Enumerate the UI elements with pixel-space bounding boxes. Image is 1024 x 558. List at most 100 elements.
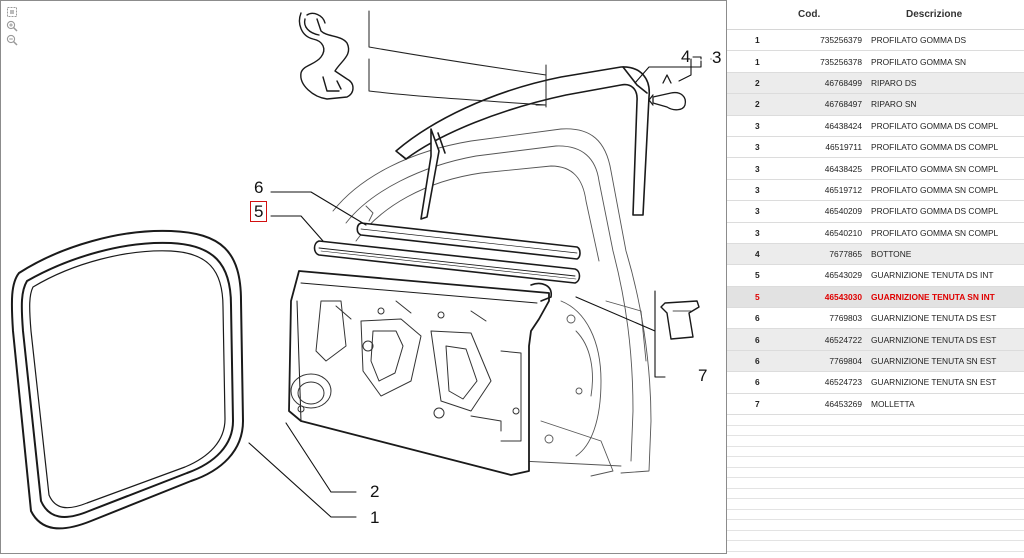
cell-pos: 3	[755, 206, 760, 217]
callout-4[interactable]: 4	[681, 47, 691, 66]
empty-row	[727, 531, 1024, 542]
header-cod: Cod.	[798, 9, 821, 20]
cell-pos: 6	[755, 313, 760, 324]
empty-row	[727, 426, 1024, 437]
cell-cod: 735256379	[820, 35, 862, 46]
cell-cod: 46543030	[824, 291, 862, 302]
cell-cod: 46519711	[825, 142, 862, 153]
empty-row	[727, 478, 1024, 489]
cell-cod: 46453269	[824, 398, 862, 409]
zoom-in-icon[interactable]	[6, 20, 18, 32]
fit-view-icon[interactable]	[6, 6, 18, 18]
cell-desc: GUARNIZIONE TENUTA DS INT	[871, 270, 994, 281]
cell-pos: 3	[755, 120, 760, 131]
table-row[interactable]: 3 46519712 PROFILATO GOMMA SN COMPL	[727, 180, 1024, 202]
cell-pos: 3	[755, 142, 760, 153]
table-row[interactable]: 2 46768499 RIPARO DS	[727, 72, 1024, 95]
cell-pos: 3	[755, 227, 760, 238]
table-row[interactable]: 1 735256379 PROFILATO GOMMA DS	[727, 30, 1024, 52]
empty-row	[727, 510, 1024, 521]
table-row[interactable]: 3 46519711 PROFILATO GOMMA DS COMPL	[727, 137, 1024, 159]
table-header: Cod. Descrizione	[727, 0, 1024, 30]
cell-desc: PROFILATO GOMMA SN COMPL	[871, 184, 999, 195]
callout-5-highlighted[interactable]: 5	[250, 201, 268, 222]
table-row[interactable]: 7 46453269 MOLLETTA	[727, 394, 1024, 416]
cell-desc: GUARNIZIONE TENUTA SN EST	[871, 377, 997, 388]
exploded-diagram-panel[interactable]: 6 5 4 3 7 2 1	[0, 0, 727, 554]
window-frame-seal	[395, 66, 650, 220]
cell-desc: PROFILATO GOMMA DS COMPL	[871, 120, 999, 131]
door-panel-details	[290, 300, 522, 442]
section-reference-lines	[368, 10, 547, 108]
car-body-outline	[332, 128, 652, 477]
empty-row	[727, 468, 1024, 479]
cell-cod: 46519712	[824, 184, 862, 195]
cell-cod: 46768497	[824, 99, 862, 110]
cell-pos: 6	[755, 334, 760, 345]
cell-desc: MOLLETTA	[871, 398, 915, 409]
cell-cod: 46768499	[824, 77, 862, 88]
cell-pos: 2	[755, 77, 760, 88]
cell-desc: RIPARO SN	[871, 99, 917, 110]
callout-6[interactable]: 6	[254, 178, 264, 197]
cell-cod: 46524722	[824, 334, 862, 345]
cell-pos: 7	[755, 398, 760, 409]
cell-desc: GUARNIZIONE TENUTA DS EST	[871, 313, 997, 324]
header-desc: Descrizione	[906, 9, 963, 20]
empty-row	[727, 552, 1024, 558]
cell-pos: 1	[755, 35, 760, 46]
cell-pos: 2	[755, 99, 760, 110]
cell-pos: 1	[755, 56, 760, 67]
table-row[interactable]: 3 46540209 PROFILATO GOMMA DS COMPL	[727, 201, 1024, 223]
cell-desc: PROFILATO GOMMA DS COMPL	[871, 206, 999, 217]
cell-pos: 3	[755, 163, 760, 174]
cell-pos: 4	[755, 249, 760, 260]
door-rubber-seal	[10, 229, 244, 530]
table-empty-area	[727, 415, 1024, 558]
callout-7[interactable]: 7	[698, 366, 708, 385]
callout-2[interactable]: 2	[370, 482, 380, 501]
empty-row	[727, 499, 1024, 510]
empty-row	[727, 436, 1024, 447]
cell-cod: 7769804	[829, 356, 862, 367]
leader-lines	[248, 56, 712, 518]
cell-cod: 46540210	[824, 227, 862, 238]
cell-cod: 46540209	[824, 206, 862, 217]
table-row[interactable]: 2 46768497 RIPARO SN	[727, 94, 1024, 116]
cell-cod: 46543029	[824, 270, 862, 281]
table-row[interactable]: 1 735256378 PROFILATO GOMMA SN	[727, 51, 1024, 73]
empty-row	[727, 447, 1024, 458]
cell-pos: 6	[755, 377, 760, 388]
zoom-out-icon[interactable]	[6, 34, 18, 46]
cell-cod: 735256378	[820, 56, 862, 67]
door-seal-drawing	[10, 10, 712, 530]
diagram-toolbar	[6, 6, 20, 46]
cell-desc: BOTTONE	[871, 249, 912, 260]
cell-pos: 6	[755, 356, 760, 367]
cell-desc: GUARNIZIONE TENUTA SN EST	[871, 356, 997, 367]
empty-row	[727, 520, 1024, 531]
table-row[interactable]: 6 7769804 GUARNIZIONE TENUTA SN EST	[727, 350, 1024, 373]
cell-desc: RIPARO DS	[871, 77, 917, 88]
cell-desc: PROFILATO GOMMA DS	[871, 35, 967, 46]
door-inner-panel	[288, 270, 550, 476]
outer-seal-strip	[356, 222, 581, 260]
callout-1[interactable]: 1	[370, 508, 380, 527]
cell-pos: 3	[755, 184, 760, 195]
empty-row	[727, 541, 1024, 552]
callout-3[interactable]: 3	[712, 48, 722, 67]
cell-desc: PROFILATO GOMMA DS COMPL	[871, 142, 999, 153]
empty-row	[727, 415, 1024, 426]
cell-desc: PROFILATO GOMMA SN	[871, 56, 967, 67]
